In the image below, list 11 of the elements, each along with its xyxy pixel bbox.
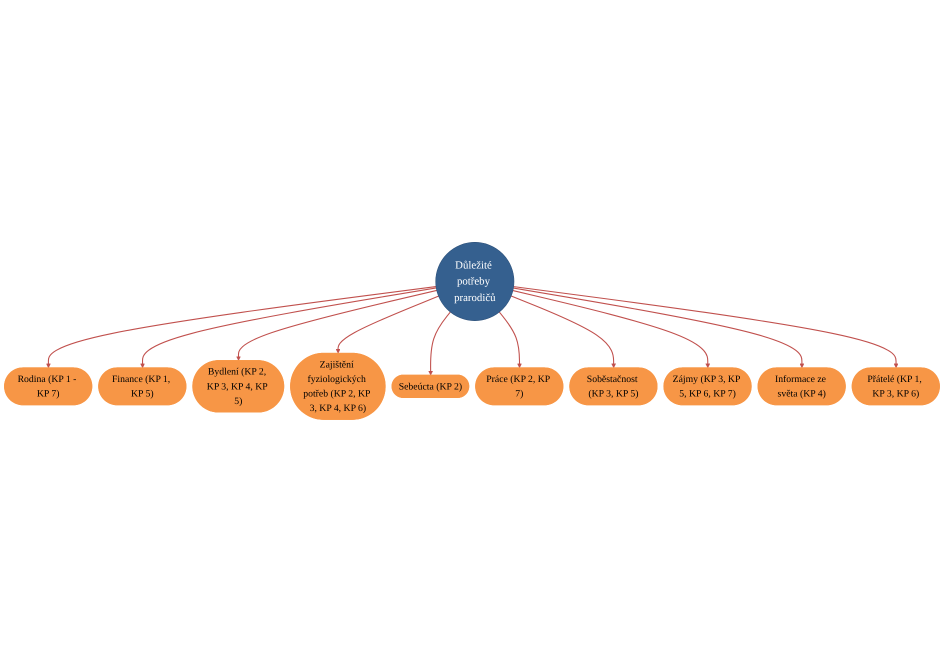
arrow <box>236 290 437 361</box>
arrow <box>498 312 522 368</box>
arrow <box>511 296 616 368</box>
arrow <box>512 290 710 368</box>
node-circle: Důležité potřeby prarodičů <box>435 242 514 321</box>
arrow <box>513 288 804 368</box>
arrow <box>514 286 898 368</box>
arrow <box>140 287 436 368</box>
arrow <box>428 312 451 376</box>
arrow <box>336 296 439 354</box>
arrow <box>46 286 436 368</box>
